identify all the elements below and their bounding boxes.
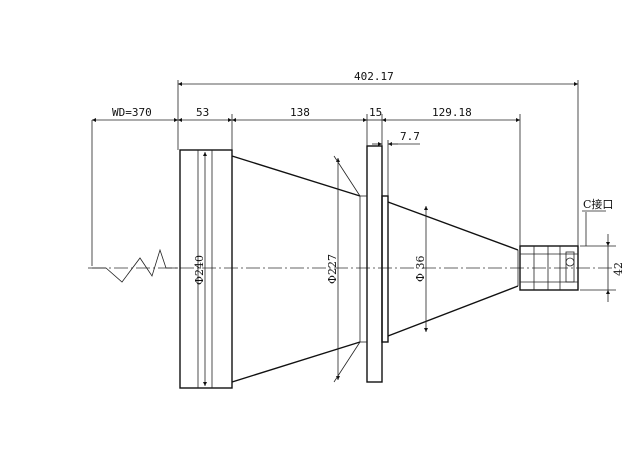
working-distance-label: WD=370 bbox=[112, 106, 152, 119]
rear-diameter-dimension: Φ 36 bbox=[414, 206, 428, 332]
working-distance-break bbox=[88, 120, 178, 283]
step-dimension: 7.7 bbox=[372, 130, 420, 146]
cone-length-label: 138 bbox=[290, 106, 310, 119]
segment-dimensions: WD=370 53 138 15 129.18 bbox=[92, 106, 520, 122]
c-mount-callout: C接口 bbox=[582, 198, 613, 246]
total-length-dimension: 402.17 bbox=[178, 70, 578, 86]
extension-lines bbox=[177, 80, 579, 246]
mount-height-label: 42 bbox=[612, 262, 625, 276]
mount-height-dimension: 42 bbox=[580, 234, 625, 302]
step-label: 7.7 bbox=[400, 130, 420, 143]
front-diameter-label: Φ240 bbox=[193, 255, 206, 285]
mid-flange-length-label: 15 bbox=[369, 106, 382, 119]
cone-section bbox=[231, 155, 361, 383]
total-length-label: 402.17 bbox=[354, 70, 394, 83]
rear-length-label: 129.18 bbox=[432, 106, 472, 119]
c-mount bbox=[519, 245, 579, 291]
front-barrel bbox=[179, 149, 233, 389]
rear-diameter-label: Φ 36 bbox=[414, 255, 427, 282]
mid-flange bbox=[360, 145, 383, 383]
mid-diameter-label: Φ227 bbox=[326, 254, 339, 284]
front-flange-length-label: 53 bbox=[196, 106, 209, 119]
mid-diameter-dimension: Φ227 bbox=[326, 155, 361, 383]
rear-barrel bbox=[381, 195, 519, 343]
front-diameter-dimension: Φ240 bbox=[193, 152, 207, 386]
c-mount-label: C接口 bbox=[583, 198, 613, 211]
